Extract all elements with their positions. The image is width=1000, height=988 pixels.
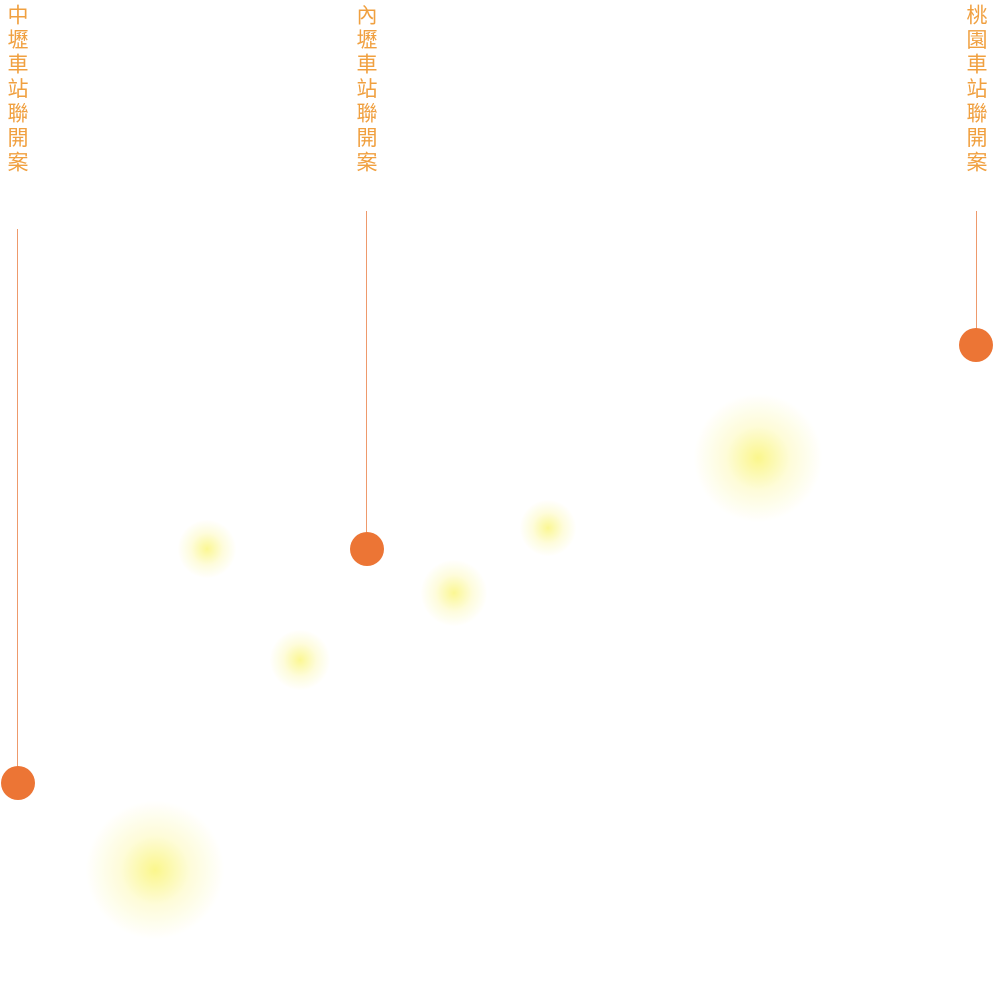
light-glow	[270, 630, 330, 690]
station-zhongli-line	[17, 229, 18, 769]
station-neili-line	[366, 211, 367, 536]
light-glow	[520, 500, 576, 556]
station-taoyuan-line	[976, 211, 977, 331]
station-neili-label[interactable]: 內壢車站聯開案	[354, 4, 378, 176]
station-taoyuan-marker[interactable]	[959, 328, 993, 362]
station-zhongli-marker[interactable]	[1, 766, 35, 800]
station-taoyuan-label[interactable]: 桃園車站聯開案	[964, 4, 988, 176]
light-glow	[85, 800, 225, 940]
light-glow	[178, 520, 236, 578]
station-neili-marker[interactable]	[350, 532, 384, 566]
light-glow	[693, 393, 823, 523]
light-glow	[421, 560, 487, 626]
station-zhongli-label[interactable]: 中壢車站聯開案	[5, 4, 29, 176]
